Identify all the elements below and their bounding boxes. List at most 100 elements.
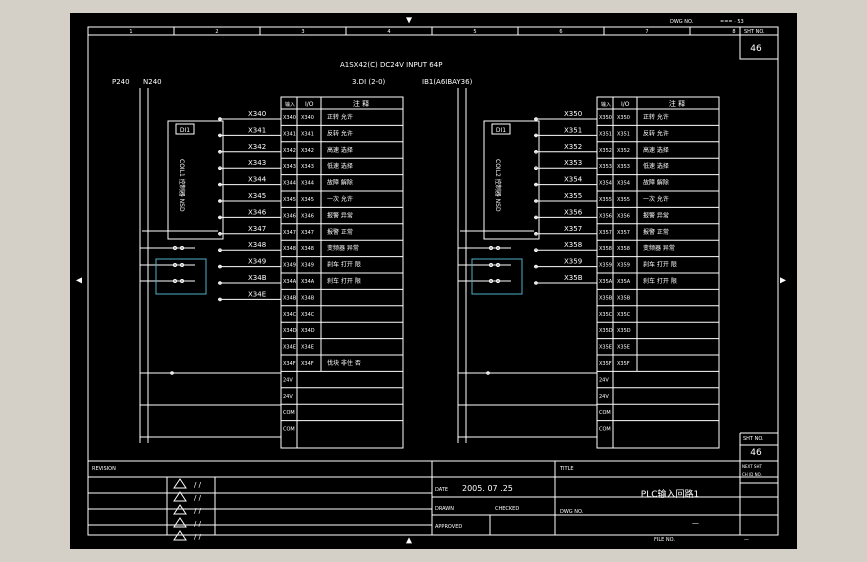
left-io-addr: X341 bbox=[283, 131, 296, 137]
left-io-addr2: X34F bbox=[301, 361, 314, 367]
revision-triangle-icon bbox=[173, 530, 187, 541]
left-io-comment: 低速 选择 bbox=[327, 162, 353, 170]
revision-label: REVISION bbox=[92, 466, 116, 472]
right-terminal-dot bbox=[534, 182, 538, 187]
file-label: FILE NO. bbox=[654, 537, 675, 543]
left-wire-label: X349 bbox=[248, 258, 266, 266]
left-device-box bbox=[167, 120, 224, 240]
left-io-addr2: X346 bbox=[301, 213, 314, 219]
sheet-label-top: SHT NO. bbox=[744, 29, 765, 35]
left-io-addr2: X345 bbox=[301, 197, 314, 203]
left-io-addr2: X344 bbox=[301, 181, 314, 187]
right-io-addr: X350 bbox=[599, 115, 612, 121]
left-io-addr: X346 bbox=[283, 213, 296, 219]
right-contact-group bbox=[471, 258, 523, 295]
left-io-addr2: X34B bbox=[301, 295, 315, 301]
left-io-addr2: X34D bbox=[301, 328, 315, 334]
left-io-comment: 反转 允许 bbox=[327, 129, 353, 137]
date-value: 2005. 07 .25 bbox=[462, 484, 513, 493]
doc-no-label: DWG NO. bbox=[670, 19, 694, 25]
col-number: 2 bbox=[215, 29, 218, 35]
revision-mark: / / bbox=[194, 520, 202, 528]
sheet-value-top: 46 bbox=[750, 44, 762, 54]
left-io-comment: 刹车 打开 限 bbox=[327, 277, 361, 285]
left-io-addr: X343 bbox=[283, 164, 296, 170]
left-io-addr: X34E bbox=[283, 345, 296, 351]
left-wire-label: X34B bbox=[248, 274, 267, 282]
left-terminal-dot bbox=[218, 117, 222, 121]
left-io-addr: X345 bbox=[283, 197, 296, 203]
right-io-addr: COM bbox=[599, 410, 611, 416]
left-io-addr: X34F bbox=[283, 361, 296, 367]
right-io-addr2: X359 bbox=[617, 263, 630, 269]
right-wire-label: X351 bbox=[564, 126, 582, 134]
left-io-addr2: X342 bbox=[301, 148, 314, 154]
left-io-addr: X340 bbox=[283, 115, 296, 121]
right-io-addr2: X353 bbox=[617, 164, 630, 170]
sheet-box-top bbox=[739, 26, 779, 60]
file-value: — bbox=[744, 537, 749, 543]
col-number: 6 bbox=[559, 29, 562, 35]
sheet-value-bottom: 46 bbox=[750, 448, 762, 458]
revision-mark: / / bbox=[194, 494, 202, 502]
left-io-comment: 正转 允许 bbox=[327, 113, 353, 121]
title-value: PLC输入回路1 bbox=[641, 488, 699, 500]
module-sub-left: 3.DI (2-0) bbox=[352, 78, 386, 86]
left-io-addr: 24V bbox=[283, 377, 293, 383]
right-io-addr: X35D bbox=[599, 328, 613, 334]
right-io-comment: 低速 选择 bbox=[643, 162, 669, 170]
bus-p-label: P240 bbox=[112, 78, 130, 86]
left-terminal-dot bbox=[218, 182, 222, 187]
next-label: NEXT SHT bbox=[742, 464, 762, 469]
right-io-addr2: X350 bbox=[617, 115, 630, 121]
module-sub-right: IB1(A6IBAY36) bbox=[422, 78, 473, 86]
left-contact-icon bbox=[180, 279, 184, 283]
left-terminal-dot bbox=[218, 166, 222, 170]
bus-n-label: N240 bbox=[143, 78, 162, 86]
left-io-addr2: X347 bbox=[301, 230, 314, 236]
left-io-addr: X344 bbox=[283, 181, 296, 187]
right-contact-icon bbox=[486, 371, 490, 375]
left-terminal-dot bbox=[218, 232, 222, 236]
right-wire-label: X353 bbox=[564, 159, 582, 167]
right-io-addr: COM bbox=[599, 427, 611, 433]
left-io-addr: X342 bbox=[283, 148, 296, 154]
left-io-comment: 伐块 非住 否 bbox=[327, 359, 361, 367]
left-wire-label: X346 bbox=[248, 208, 267, 216]
left-io-addr2: X340 bbox=[301, 115, 314, 121]
left-io-addr: X34A bbox=[283, 279, 297, 285]
bottom-center-marker-icon: ▲ bbox=[406, 535, 413, 546]
right-io-comment: 报警 正常 bbox=[643, 228, 669, 236]
right-io-comment: 刹车 打开 限 bbox=[643, 277, 677, 285]
left-io-addr2: X343 bbox=[301, 164, 314, 170]
right-wire-label: X358 bbox=[564, 241, 582, 249]
right-contact-icon bbox=[489, 246, 493, 250]
right-wire-label: X352 bbox=[564, 143, 582, 151]
revision-triangle-icon bbox=[173, 504, 187, 515]
right-terminal-dot bbox=[534, 117, 538, 121]
left-io-addr: X348 bbox=[283, 246, 296, 252]
right-io-addr2: X35D bbox=[617, 328, 631, 334]
right-io-addr2: X35E bbox=[617, 345, 630, 351]
left-io-addr2: X34C bbox=[301, 312, 315, 318]
right-io-comment: 报警 异常 bbox=[643, 211, 669, 219]
right-io-addr: X35E bbox=[599, 345, 612, 351]
date-label: DATE bbox=[435, 487, 448, 493]
left-contact-icon bbox=[180, 246, 184, 250]
left-io-addr: 24V bbox=[283, 394, 293, 400]
right-wire-label: X359 bbox=[564, 258, 582, 266]
title-label: TITLE bbox=[559, 466, 574, 472]
left-wire-label: X345 bbox=[248, 192, 266, 200]
left-io-addr: X34C bbox=[283, 312, 297, 318]
left-wire-label: X348 bbox=[248, 241, 266, 249]
right-io-addr: X35A bbox=[599, 279, 613, 285]
right-io-addr: X356 bbox=[599, 213, 612, 219]
left-terminal-dot bbox=[218, 199, 222, 203]
left-col-hdr-in: 输入 bbox=[285, 101, 295, 108]
module-title: A1SX42(C) DC24V INPUT 64P bbox=[340, 61, 442, 69]
right-io-addr: X358 bbox=[599, 246, 612, 252]
right-coil-text: COIL2 控制器 NSD bbox=[494, 159, 502, 212]
right-io-addr: X359 bbox=[599, 263, 612, 269]
